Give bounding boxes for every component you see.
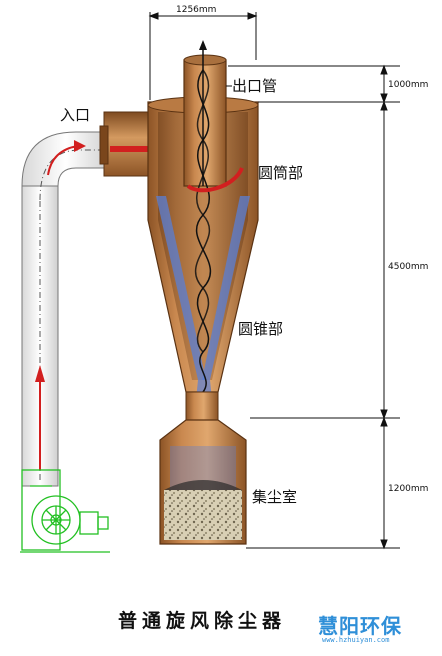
dimension-lines: [148, 12, 400, 550]
cylinder-label: 圆筒部: [258, 164, 304, 182]
vortex-spiral: [194, 69, 212, 393]
dust-chamber-label: 集尘室: [252, 488, 298, 506]
brand-logo-text: 慧阳环保: [318, 614, 402, 638]
dim-chamber-height: 1200mm: [388, 484, 429, 494]
brand-url: www.hzhuiyan.com: [322, 636, 390, 644]
outlet-pipe-label: 出口管: [232, 77, 278, 95]
dim-outlet-height: 1000mm: [388, 80, 429, 90]
inlet-label: 入口: [60, 106, 91, 124]
dust-chamber: [159, 391, 247, 545]
inner-flow-arrow: [186, 167, 244, 193]
airflow-arrows: [35, 140, 86, 470]
diagram-caption: 普通旋风除尘器: [118, 610, 287, 632]
cone-label: 圆锥部: [238, 320, 284, 338]
dim-top-width: 1256mm: [176, 5, 217, 15]
inlet-duct: [21, 131, 111, 487]
fan: [20, 469, 110, 553]
dim-body-height: 4500mm: [388, 262, 429, 272]
outlet-pipe: [183, 40, 227, 187]
